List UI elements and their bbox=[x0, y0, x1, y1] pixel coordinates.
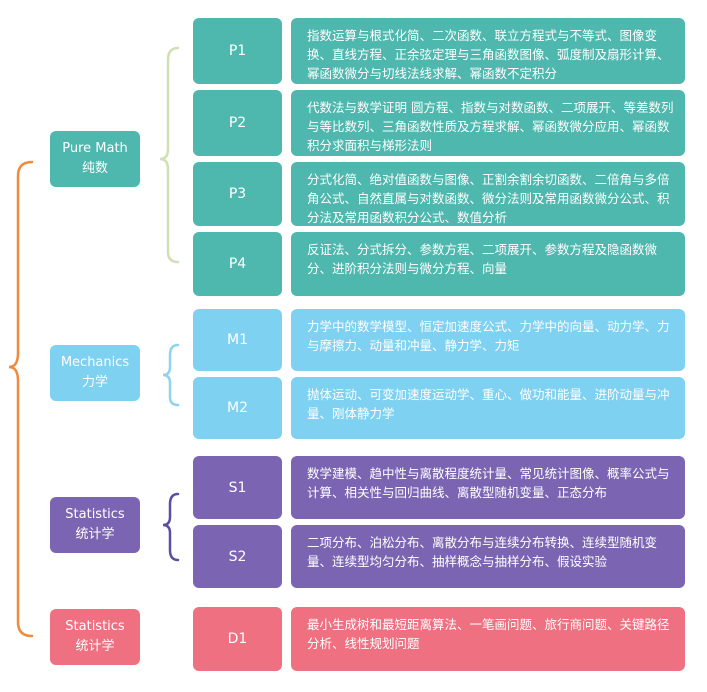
category-decision: Statistics 统计学 bbox=[50, 609, 140, 665]
module-desc-s2: 二项分布、泊松分布、离散分布与连续分布转换、连续型随机变量、连续型均匀分布、抽样… bbox=[291, 525, 685, 588]
category-subtitle: 纯数 bbox=[81, 161, 108, 176]
module-desc-d1: 最小生成树和最短距离算法、一笔画问题、旅行商问题、关键路径分析、线性规划问题 bbox=[291, 607, 685, 671]
module-desc-m2: 抛体运动、可变加速度运动学、重心、做功和能量、进阶动量与冲量、刚体静力学 bbox=[291, 377, 685, 439]
category-pure-math: Pure Math 纯数 bbox=[50, 131, 140, 187]
module-code-p4: P4 bbox=[193, 232, 282, 296]
module-desc-p1: 指数运算与根式化简、二次函数、联立方程式与不等式、图像变换、直线方程、正余弦定理… bbox=[291, 18, 685, 84]
module-code-d1: D1 bbox=[193, 607, 282, 671]
statistics-brace bbox=[162, 492, 180, 562]
module-code-p1: P1 bbox=[193, 18, 282, 84]
category-title: Statistics bbox=[65, 507, 125, 522]
category-title: Statistics bbox=[65, 619, 125, 634]
module-desc-p3: 分式化简、绝对值函数与图像、正割余割余切函数、二倍角与多倍角公式、自然直属与对数… bbox=[291, 162, 685, 226]
category-title: Mechanics bbox=[60, 355, 130, 370]
module-desc-p4: 反证法、分式拆分、参数方程、二项展开、参数方程及隐函数微分、进阶积分法则与微分方… bbox=[291, 232, 685, 296]
module-desc-p2: 代数法与数学证明 圆方程、指数与对数函数、二项展开、等差数列与等比数列、三角函数… bbox=[291, 90, 685, 156]
category-title: Pure Math bbox=[62, 141, 128, 156]
module-code-s1: S1 bbox=[193, 456, 282, 519]
module-code-m2: M2 bbox=[193, 377, 282, 439]
module-code-p3: P3 bbox=[193, 162, 282, 226]
outer-brace bbox=[8, 160, 34, 638]
module-desc-s1: 数学建模、趋中性与离散程度统计量、常见统计图像、概率公式与计算、相关性与回归曲线… bbox=[291, 456, 685, 519]
category-subtitle: 统计学 bbox=[75, 527, 115, 542]
mechanics-brace bbox=[162, 343, 180, 407]
module-code-m1: M1 bbox=[193, 309, 282, 371]
category-mechanics: Mechanics 力学 bbox=[50, 345, 140, 401]
pure-math-brace bbox=[159, 46, 180, 264]
module-code-s2: S2 bbox=[193, 525, 282, 588]
module-code-p2: P2 bbox=[193, 90, 282, 156]
category-subtitle: 统计学 bbox=[75, 639, 115, 654]
category-statistics: Statistics 统计学 bbox=[50, 497, 140, 553]
module-desc-m1: 力学中的数学模型、恒定加速度公式、力学中的向量、动力学、力与摩擦力、动量和冲量、… bbox=[291, 309, 685, 371]
category-subtitle: 力学 bbox=[81, 375, 108, 390]
